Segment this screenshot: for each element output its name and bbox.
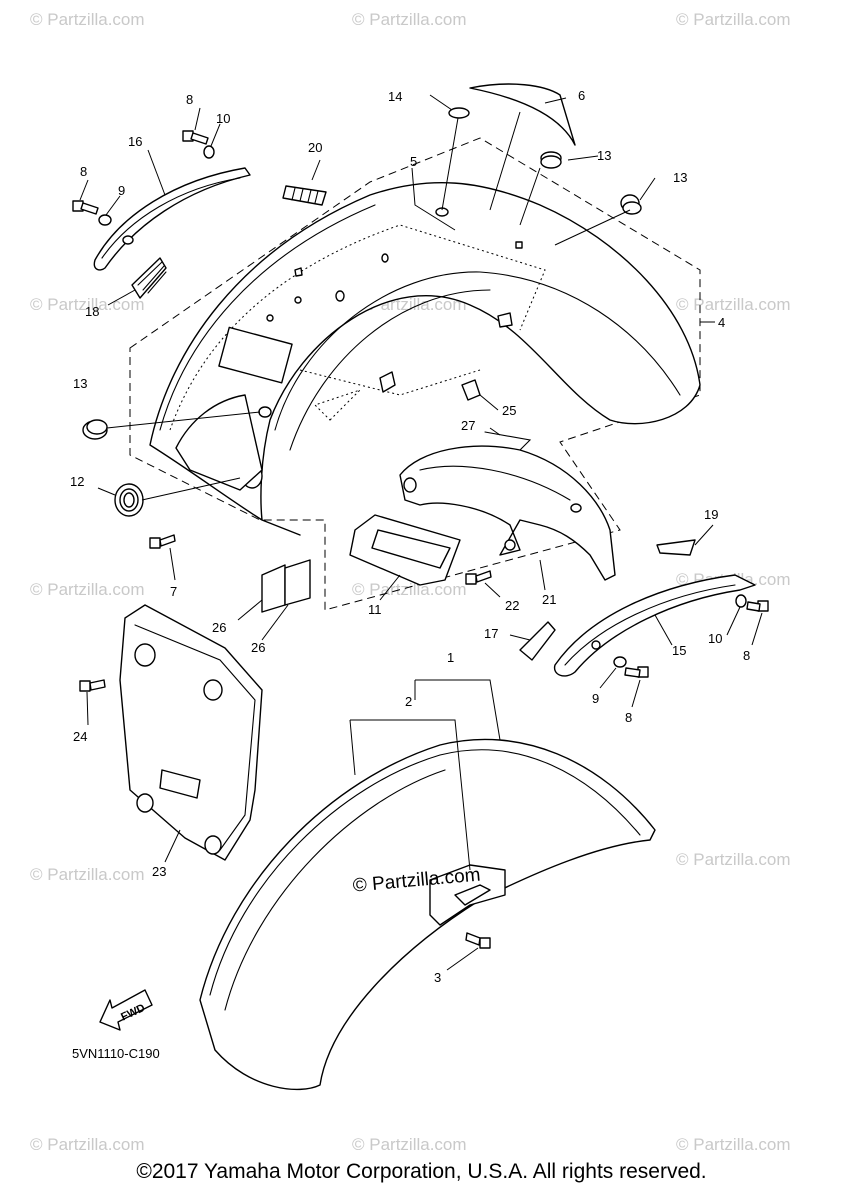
callout-5: 5 — [410, 154, 417, 169]
label-26 — [284, 559, 311, 606]
callout-13: 13 — [597, 148, 611, 163]
fwd-arrow-icon: FWD — [99, 989, 153, 1031]
diagram-code: 5VN1110-C190 — [72, 1046, 160, 1061]
watermark: © Partzilla.com — [352, 580, 467, 599]
callout-8: 8 — [743, 648, 750, 663]
bolt-8 — [746, 600, 769, 612]
callout-21: 21 — [542, 592, 556, 607]
watermark: © Partzilla.com — [676, 850, 791, 869]
callout-23: 23 — [152, 864, 166, 879]
bolt-8 — [182, 130, 209, 145]
pad-17 — [519, 621, 556, 661]
callout-8: 8 — [625, 710, 632, 725]
washer-10 — [203, 145, 215, 159]
clip-25 — [461, 379, 481, 401]
grab-rail-16 — [93, 167, 251, 271]
callout-2: 2 — [405, 694, 412, 709]
washer-9 — [98, 214, 112, 226]
front-fender — [199, 738, 656, 1091]
fender-cover-6 — [469, 83, 576, 146]
callout-19: 19 — [704, 507, 718, 522]
washer-10 — [735, 594, 747, 608]
watermark: © Partzilla.com — [30, 1135, 145, 1154]
pad-19 — [656, 539, 696, 556]
leader-lines — [79, 94, 763, 971]
watermark: © Partzilla.com — [676, 295, 791, 314]
bolt-3 — [465, 932, 491, 949]
callout-8: 8 — [186, 92, 193, 107]
copyright-notice: ©2017 Yamaha Motor Corporation, U.S.A. A… — [136, 1160, 707, 1183]
callout-8: 8 — [80, 164, 87, 179]
callout-10: 10 — [708, 631, 722, 646]
bolt-8 — [72, 200, 99, 215]
reflector-11 — [349, 514, 461, 586]
callout-24: 24 — [73, 729, 87, 744]
grommet-12 — [114, 483, 144, 517]
callout-26: 26 — [251, 640, 265, 655]
grommet-13-right — [620, 194, 642, 215]
watermark: © Partzilla.com — [30, 580, 145, 599]
assembly-outline-4 — [129, 137, 701, 611]
callout-17: 17 — [484, 626, 498, 641]
callout-27: 27 — [461, 418, 475, 433]
washer-14 — [448, 107, 470, 119]
callout-6: 6 — [578, 88, 585, 103]
callout-7: 7 — [170, 584, 177, 599]
callout-1: 1 — [447, 650, 454, 665]
watermark: © Partzilla.com — [30, 865, 145, 884]
washer-9 — [613, 656, 627, 668]
callout-15: 15 — [672, 643, 686, 658]
grab-rail-15 — [553, 574, 756, 677]
watermark: © Partzilla.com — [676, 1135, 791, 1154]
bolt-22 — [465, 570, 492, 585]
label-26 — [261, 564, 286, 613]
inner-fender-21 — [399, 445, 616, 581]
damper-20 — [282, 185, 327, 206]
callout-12: 12 — [70, 474, 84, 489]
watermark: © Partzilla.com — [30, 10, 145, 29]
watermark: © Partzilla.com — [30, 295, 145, 314]
callout-10: 10 — [216, 111, 230, 126]
callout-14: 14 — [388, 89, 402, 104]
callout-4: 4 — [718, 315, 725, 330]
callout-13: 13 — [673, 170, 687, 185]
callout-16: 16 — [128, 134, 142, 149]
callout-11: 11 — [368, 602, 382, 617]
rear-fender — [149, 181, 701, 536]
callout-3: 3 — [434, 970, 441, 985]
callout-13: 13 — [73, 376, 87, 391]
callout-22: 22 — [505, 598, 519, 613]
grommet-13-top — [540, 151, 562, 169]
bolt-7 — [149, 534, 176, 549]
watermark: © Partzilla.com — [352, 1135, 467, 1154]
bolt-24 — [79, 679, 106, 692]
watermark: © Partzilla.com — [676, 10, 791, 29]
callout-18: 18 — [85, 304, 99, 319]
callout-9: 9 — [592, 691, 599, 706]
callout-20: 20 — [308, 140, 322, 155]
callout-25: 25 — [502, 403, 516, 418]
callout-9: 9 — [118, 183, 125, 198]
callout-numbers: 1 2 3 4 5 6 7 8 8 8 8 9 9 10 10 11 12 13… — [70, 88, 750, 985]
grommet-13-left — [82, 419, 108, 440]
callout-26: 26 — [212, 620, 226, 635]
side-cover-23 — [119, 604, 263, 861]
damper-18 — [131, 257, 167, 299]
bolt-8 — [624, 666, 649, 678]
watermark: © Partzilla.com — [352, 10, 467, 29]
